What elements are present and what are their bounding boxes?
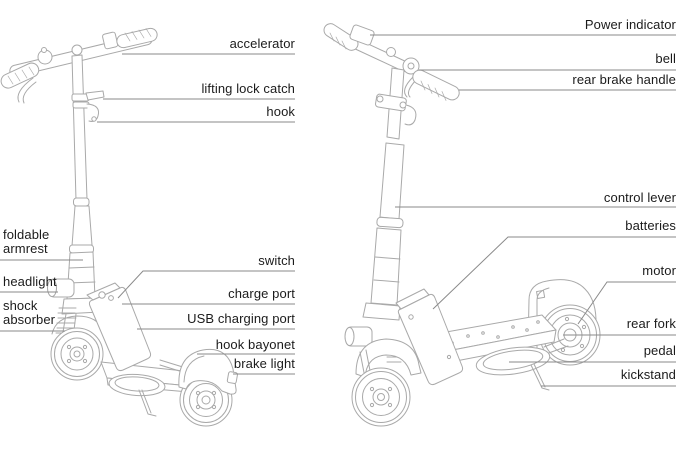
label-motor: motor bbox=[642, 263, 676, 278]
label-bell: bell bbox=[655, 51, 676, 66]
left-lock-catch-and-hook bbox=[71, 90, 105, 122]
right-front-wheel bbox=[351, 367, 411, 427]
right-bell bbox=[402, 57, 420, 75]
label-usb-charging-port: USB charging port bbox=[187, 311, 295, 326]
left-brake-light bbox=[226, 371, 238, 384]
right-rear-fork-arm bbox=[543, 338, 569, 355]
leader-motor bbox=[577, 281, 676, 325]
label-switch: switch bbox=[258, 253, 295, 268]
label-rear-fork: rear fork bbox=[626, 316, 676, 331]
label-hook-bayonet: hook bayonet bbox=[215, 337, 295, 352]
right-stem bbox=[362, 67, 417, 321]
right-battery-box bbox=[395, 288, 464, 386]
label-accelerator: accelerator bbox=[229, 36, 295, 51]
left-switch-detail bbox=[108, 295, 114, 301]
left-stem bbox=[61, 54, 101, 315]
right-power-indicator bbox=[349, 24, 375, 46]
right-headlight bbox=[344, 326, 373, 347]
right-deck bbox=[417, 314, 569, 391]
left-rear-fender bbox=[178, 348, 238, 395]
label-charge-port: charge port bbox=[228, 286, 295, 301]
label-headlight: headlight bbox=[3, 274, 57, 289]
label-hook: hook bbox=[266, 104, 295, 119]
right-handlebar bbox=[323, 23, 460, 101]
leader-lines bbox=[0, 34, 676, 387]
label-foldable-armrest: foldable armrest bbox=[3, 227, 50, 256]
left-deck bbox=[100, 359, 191, 417]
label-brake-light: brake light bbox=[233, 356, 295, 371]
label-power-indicator: Power indicator bbox=[584, 17, 676, 32]
left-front-wheel bbox=[50, 315, 104, 381]
right-pedal-footrest bbox=[475, 346, 551, 376]
label-kickstand: kickstand bbox=[620, 367, 676, 382]
left-scooter-art bbox=[0, 27, 238, 427]
label-batteries: batteries bbox=[625, 218, 676, 233]
label-rear-brake-handle: rear brake handle bbox=[572, 72, 676, 87]
leader-batteries bbox=[432, 236, 676, 310]
label-lifting-lock-catch: lifting lock catch bbox=[201, 81, 295, 96]
label-control-lever: control lever bbox=[603, 190, 676, 205]
left-battery-tube bbox=[86, 282, 152, 372]
right-scooter-art bbox=[323, 23, 601, 427]
label-shock-absorber: shock absorber bbox=[3, 298, 56, 327]
leader-switch bbox=[117, 270, 295, 299]
left-charge-port-detail bbox=[98, 291, 106, 299]
label-pedal: pedal bbox=[643, 343, 676, 358]
right-kickstand-detail bbox=[530, 363, 550, 391]
